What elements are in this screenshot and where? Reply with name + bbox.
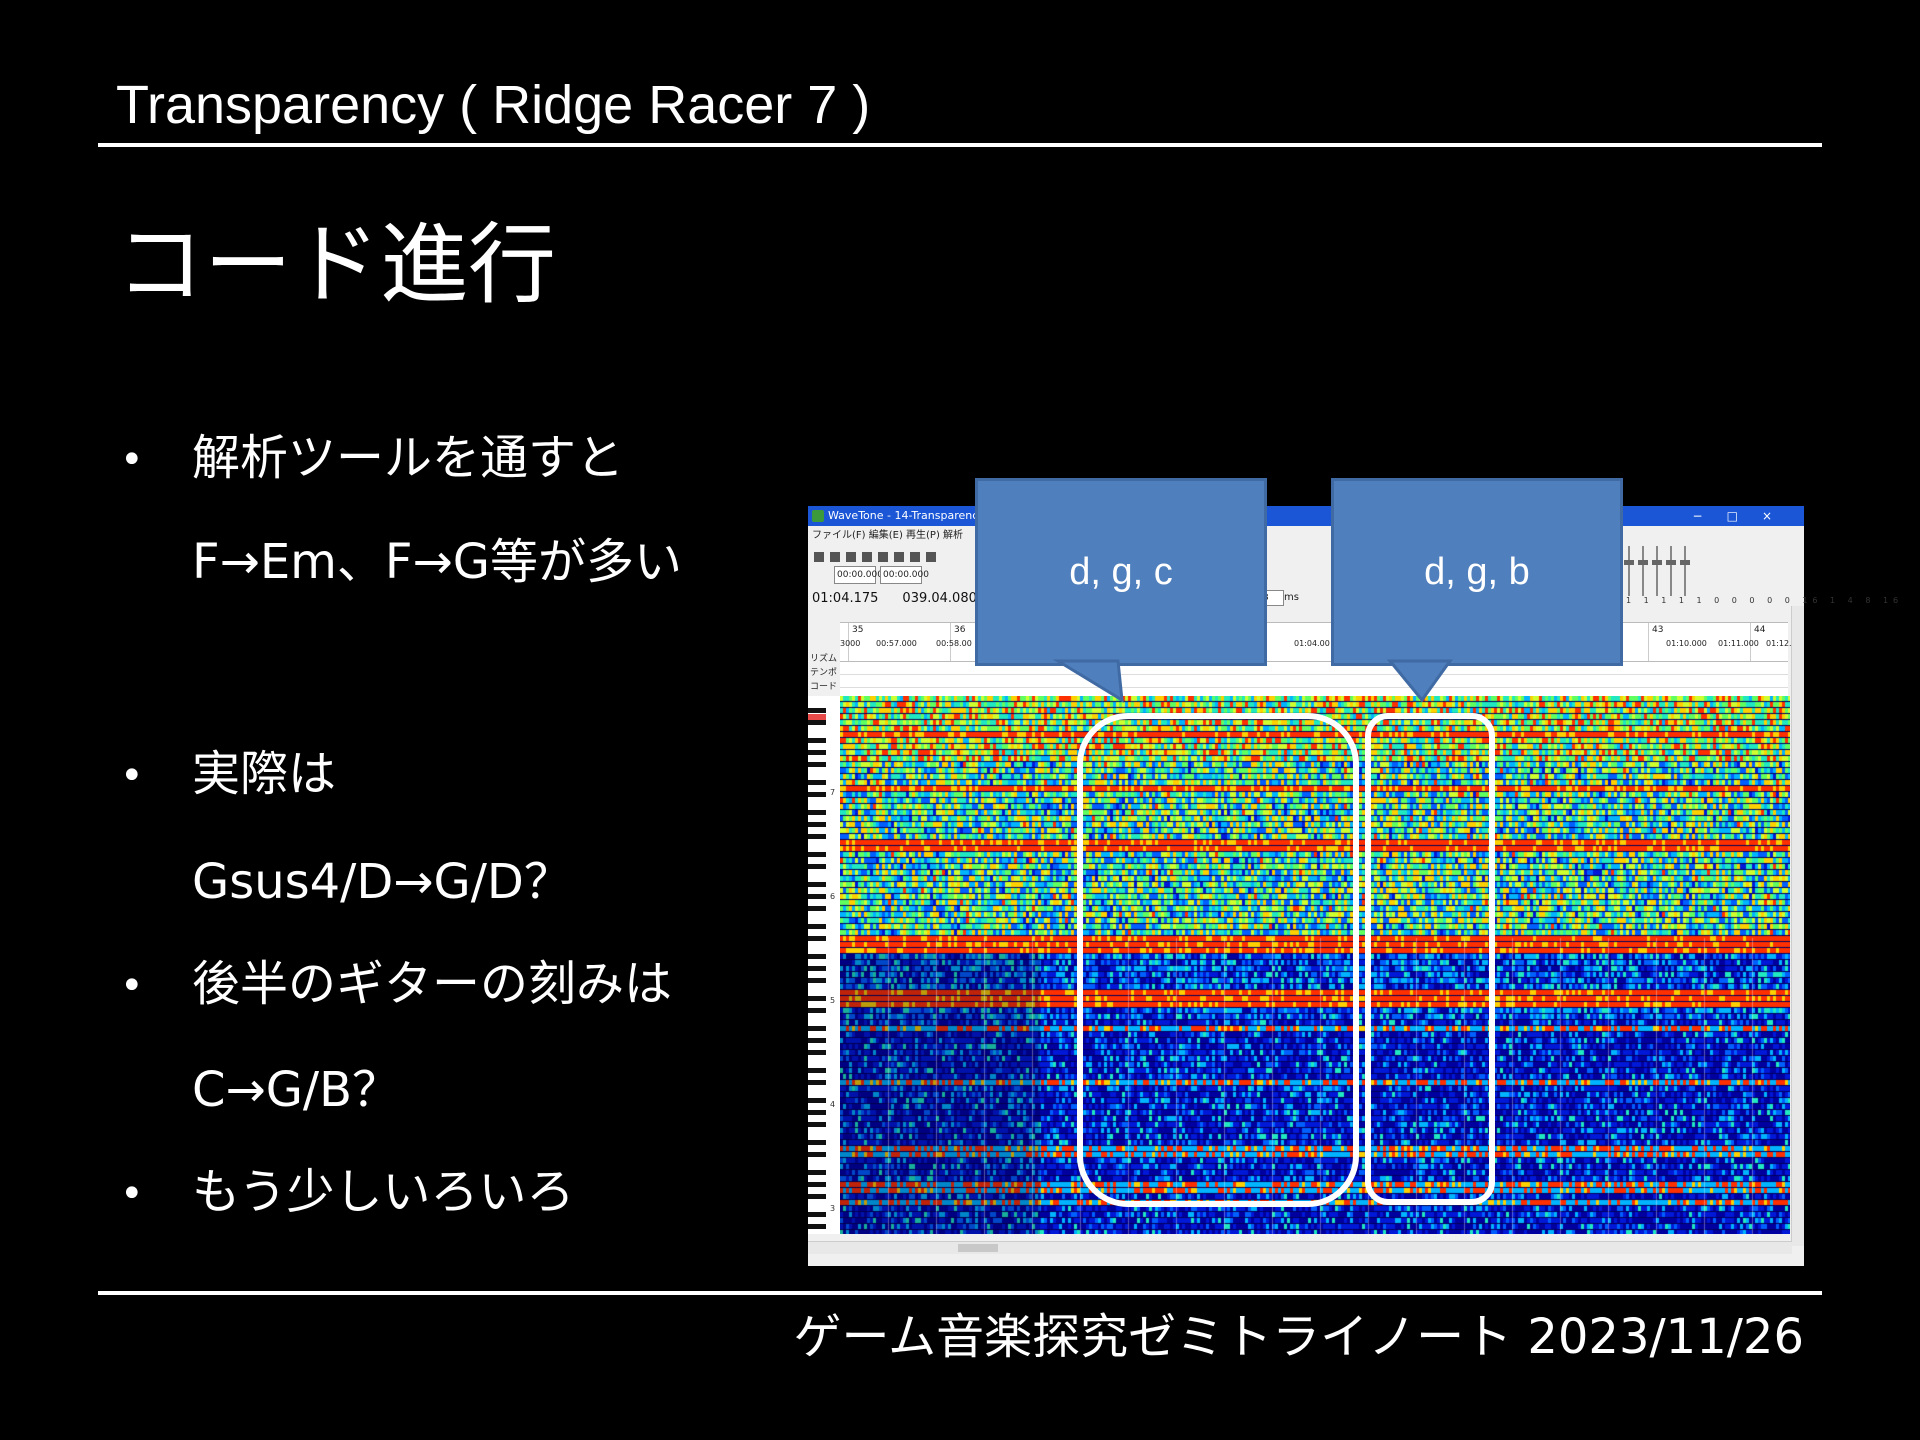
bullet-1-line-1: 解析ツールを通すと xyxy=(192,430,625,486)
play-icon[interactable] xyxy=(862,551,872,562)
vertical-scrollbar[interactable] xyxy=(1791,606,1804,1246)
octave-label: 7 xyxy=(830,788,836,797)
bullet-3-line-2: C→G/B？ xyxy=(192,1062,401,1118)
callout-1-text: d, g, c xyxy=(1069,551,1173,593)
time-tick: 01:04.00 xyxy=(1294,639,1330,648)
bullet-marker: • xyxy=(120,753,144,799)
octave-label: 5 xyxy=(830,996,836,1005)
time-tick: 00:57.000 xyxy=(876,639,917,648)
bullet-4-line-1: もう少しいろいろ xyxy=(192,1164,575,1220)
horizontal-scrollbar[interactable] xyxy=(808,1241,1792,1254)
zoom-out-icon[interactable] xyxy=(910,551,920,562)
time-tick: 01:11.000 xyxy=(1718,639,1759,648)
time-readout: 01:04.175 xyxy=(812,591,879,606)
bullet-2-line-1: 実際は xyxy=(192,746,337,802)
loop-start-field[interactable]: 00:00.000 xyxy=(834,566,883,584)
bar-number: 36 xyxy=(954,625,966,635)
callout-2: d, g, b xyxy=(1331,478,1623,666)
menu-bar[interactable]: ファイル(F) 編集(E) 再生(P) 解析 xyxy=(812,530,964,541)
title-divider xyxy=(98,143,1822,147)
piano-keyboard: 7 6 5 4 3 xyxy=(808,696,841,1234)
time-tick: 00:58.00 xyxy=(936,639,972,648)
bullet-marker: • xyxy=(120,1171,144,1217)
lane-tempo: テンポ xyxy=(810,668,838,678)
slide-heading: コード進行 xyxy=(116,213,557,316)
footer-divider xyxy=(98,1291,1822,1295)
bar-readout: 039.04.080 xyxy=(902,591,977,606)
callout-1: d, g, c xyxy=(975,478,1267,666)
bar-number: 44 xyxy=(1754,625,1766,635)
bullet-marker: • xyxy=(120,437,144,483)
bullet-2-line-2: Gsus4/D→G/D？ xyxy=(192,854,572,910)
bullet-list: • 解析ツールを通すと F→Em、F→G等が多い • 実際は Gsus4/D→G… xyxy=(110,0,770,1260)
bar-number: 43 xyxy=(1652,625,1664,635)
bullet-1-line-2: F→Em、F→G等が多い xyxy=(192,534,682,590)
slide-footer: ゲーム音楽探究ゼミトライノート 2023/11/26 xyxy=(793,1309,1804,1365)
position-readout: 01:04.175 039.04.080 xyxy=(812,590,1001,608)
search-icon[interactable] xyxy=(926,551,936,562)
octave-label: 6 xyxy=(830,892,836,901)
window-controls[interactable]: −□× xyxy=(1692,509,1796,523)
octave-label: 4 xyxy=(830,1100,836,1109)
slide-title: Transparency ( Ridge Racer 7 ) xyxy=(116,75,871,135)
stop-icon[interactable] xyxy=(830,551,840,562)
bullet-marker: • xyxy=(120,963,144,1009)
lane-labels: リズム テンポ コード xyxy=(808,652,842,702)
transport-toolbar xyxy=(814,546,1154,566)
time-tick: 01:12.0 xyxy=(1766,639,1797,648)
time-tick: 01:10.000 xyxy=(1666,639,1707,648)
step-icon[interactable] xyxy=(846,551,856,562)
bar-number: 35 xyxy=(852,625,864,635)
loop-end-field[interactable]: 00:00.000 xyxy=(880,566,929,584)
spectrum-screenshot: WaveTone - 14-Transparency.wav −□× ファイル(… xyxy=(808,506,1898,1266)
app-icon xyxy=(812,510,824,522)
fast-forward-icon[interactable] xyxy=(878,551,888,562)
callout-2-text: d, g, b xyxy=(1424,551,1530,593)
bullet-3-line-1: 後半のギターの刻みは xyxy=(192,956,673,1012)
lane-rhythm: リズム xyxy=(810,654,838,664)
time-tick: 3000 xyxy=(840,639,861,648)
rewind-icon[interactable] xyxy=(814,551,824,562)
mixer-sliders[interactable] xyxy=(1624,546,1708,606)
lane-chord: コード xyxy=(810,682,838,692)
octave-label: 3 xyxy=(830,1204,836,1213)
window-title: WaveTone - 14-Transparency.wav xyxy=(828,509,1009,522)
slider-values: 1 1 1 1 1 0 0 0 0 0 16 1 4 8 16 xyxy=(1626,596,1904,605)
spectrogram xyxy=(840,696,1790,1234)
ms-label: ms xyxy=(1284,592,1299,603)
window-titlebar: WaveTone - 14-Transparency.wav −□× xyxy=(808,506,1804,526)
zoom-in-icon[interactable] xyxy=(894,551,904,562)
